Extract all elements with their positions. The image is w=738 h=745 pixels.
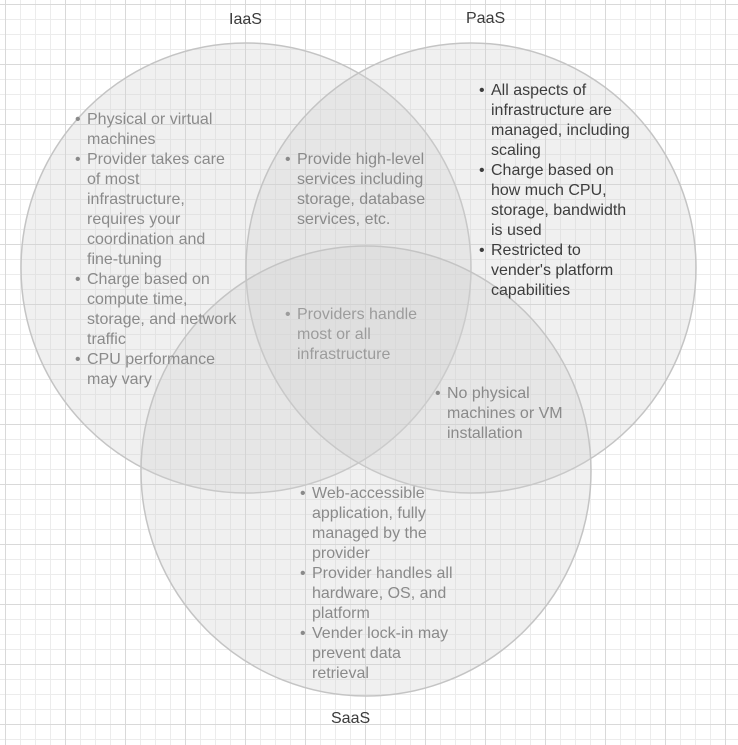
list-item: Web-accessible application, fully manage… [300, 484, 440, 564]
list-item: Providers handle most or all infrastruct… [285, 305, 425, 365]
all-three-list: Providers handle most or all infrastruct… [285, 305, 425, 365]
saas-circle[interactable] [140, 245, 592, 697]
list-item: Provider handles all hardware, OS, and p… [300, 564, 465, 624]
list-item: Physical or virtual machines [75, 110, 247, 150]
list-item: All aspects of infrastructure are manage… [479, 81, 639, 161]
saas-only-list: Web-accessible application, fully manage… [300, 484, 465, 684]
list-item: Charge based on compute time, storage, a… [75, 270, 247, 350]
iaas-paas-list: Provide high-level services including st… [285, 150, 433, 230]
saas-title: SaaS [331, 710, 371, 727]
list-item: No physical machines or VM installation [435, 384, 575, 444]
paas-title: PaaS [466, 10, 506, 27]
paas-saas-list: No physical machines or VM installation [435, 384, 575, 444]
paas-only-list: All aspects of infrastructure are manage… [479, 81, 639, 301]
iaas-title: IaaS [229, 11, 262, 28]
list-item: Provider takes care of most infrastructu… [75, 150, 229, 270]
iaas-only-list: Physical or virtual machines Provider ta… [75, 110, 247, 390]
list-item: CPU performance may vary [75, 350, 232, 390]
list-item: Restricted to vender's platform capabili… [479, 241, 639, 301]
list-item: Charge based on how much CPU, storage, b… [479, 161, 639, 241]
list-item: Provide high-level services including st… [285, 150, 433, 230]
list-item: Vender lock-in may prevent data retrieva… [300, 624, 460, 684]
